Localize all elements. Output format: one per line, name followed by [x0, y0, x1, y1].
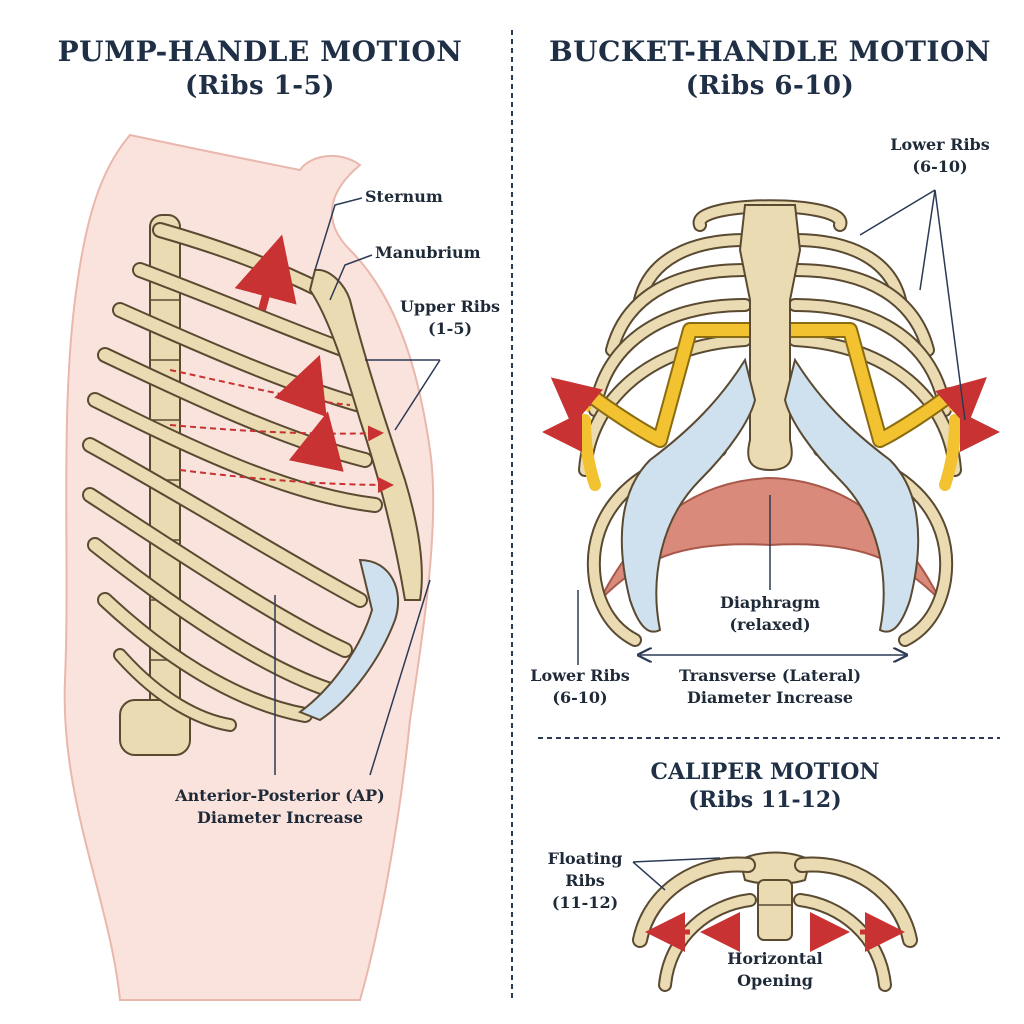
lower-ribs-bottom-line2: (6-10): [552, 688, 608, 707]
label-horizontal-opening: Horizontal Opening: [710, 948, 840, 992]
caliper-figure: [632, 851, 918, 992]
bucket-leaders: [577, 189, 966, 665]
side-sternum: [308, 268, 423, 601]
label-diaphragm: Diaphragm (relaxed): [700, 592, 840, 636]
pump-title: PUMP-HANDLE MOTION (Ribs 1-5): [20, 35, 500, 103]
bucket-title: BUCKET-HANDLE MOTION (Ribs 6-10): [525, 35, 1015, 103]
label-ap-diameter: Anterior-Posterior (AP) Diameter Increas…: [150, 785, 410, 829]
bucket-title-text: BUCKET-HANDLE MOTION: [548, 35, 991, 68]
label-transverse: Transverse (Lateral) Diameter Increase: [655, 665, 885, 709]
floating-line1: Floating: [547, 849, 623, 868]
label-floating-ribs: Floating Ribs (11-12): [535, 848, 635, 914]
bucket-subtitle: (Ribs 6-10): [685, 71, 855, 101]
caliper-subtitle: (Ribs 11-12): [688, 787, 842, 813]
label-upper-ribs: Upper Ribs (1-5): [385, 296, 515, 340]
label-lower-ribs-bottom: Lower Ribs (6-10): [525, 665, 635, 709]
pump-leaders: [274, 197, 441, 776]
label-lower-ribs-top: Lower Ribs (6-10): [880, 134, 1000, 178]
pump-handle-figure: [63, 133, 441, 1001]
upper-ribs-line1: Upper Ribs: [399, 297, 501, 316]
label-manubrium: Manubrium: [375, 243, 481, 262]
ap-line1: Anterior-Posterior (AP): [175, 786, 385, 805]
pump-arrows: [169, 234, 394, 493]
caliper-title: CALIPER MOTION (Ribs 11-12): [560, 758, 970, 814]
floating-line2: Ribs: [565, 871, 605, 890]
pump-subtitle: (Ribs 1-5): [185, 71, 335, 101]
lower-ribs-top-line1: Lower Ribs: [890, 135, 990, 154]
pump-title-text: PUMP-HANDLE MOTION: [57, 35, 463, 68]
transverse-line2: Diameter Increase: [686, 688, 854, 707]
floating-line3: (11-12): [551, 893, 619, 912]
upper-ribs-line2: (1-5): [427, 319, 473, 338]
ap-line2: Diameter Increase: [196, 808, 364, 827]
horizontal-line1: Horizontal: [727, 949, 823, 968]
front-sternum: [738, 204, 802, 472]
cartilage-left: [620, 357, 757, 633]
transverse-line1: Transverse (Lateral): [678, 666, 862, 685]
caliper-leaders: [632, 857, 721, 891]
lower-ribs-top-line2: (6-10): [912, 157, 968, 176]
bucket-arrows: [542, 377, 1000, 655]
caliper-title-text: CALIPER MOTION: [650, 759, 880, 785]
lower-ribs-bottom-line1: Lower Ribs: [530, 666, 630, 685]
horizontal-line2: Opening: [737, 971, 813, 990]
diaphragm-line1: Diaphragm: [719, 593, 821, 612]
label-sternum: Sternum: [365, 187, 443, 206]
diaphragm-line2: (relaxed): [729, 615, 811, 634]
bucket-handle-figure: [542, 189, 1000, 665]
cartilage-right: [783, 357, 920, 633]
costal-cartilage: [297, 558, 400, 722]
